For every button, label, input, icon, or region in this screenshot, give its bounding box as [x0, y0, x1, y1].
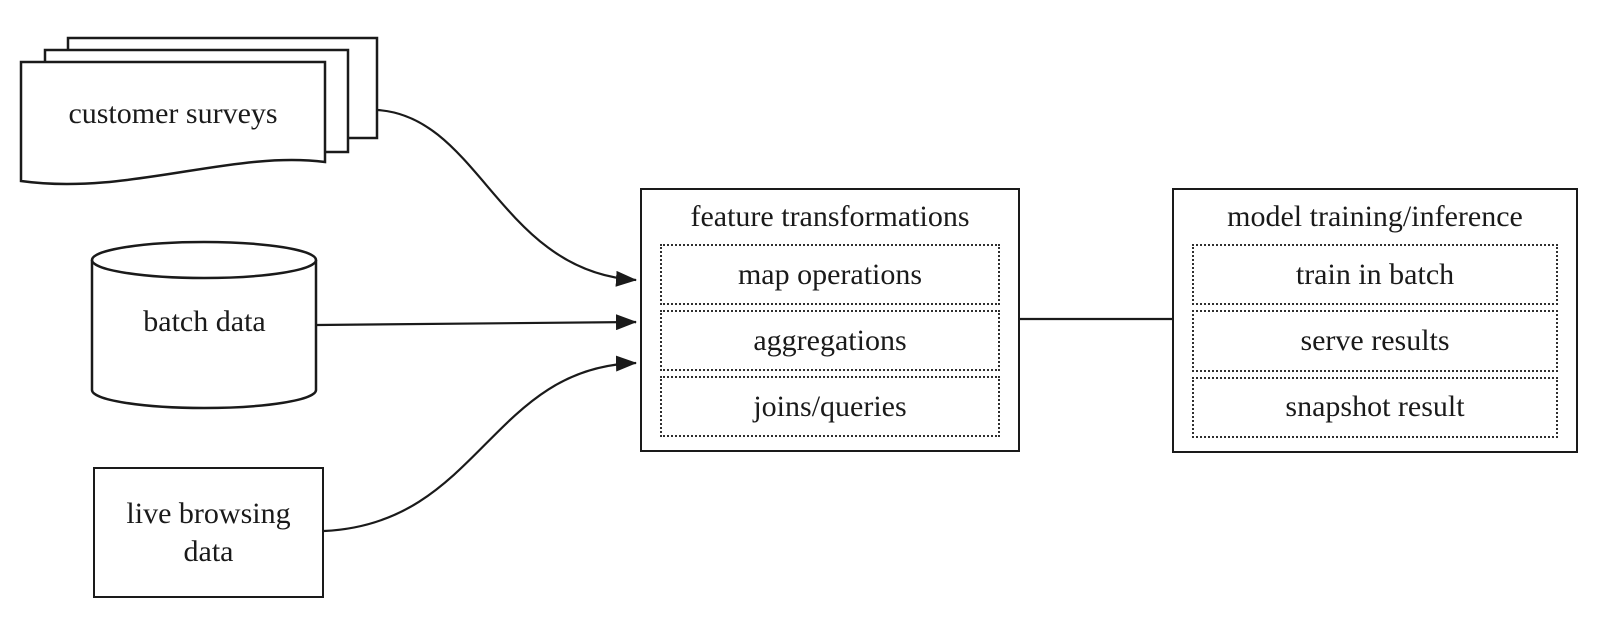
stage-model-training-inference-title: model training/inference	[1227, 200, 1523, 233]
live-browsing-data-label: live browsing data	[126, 497, 291, 568]
cylinder-top	[90, 240, 318, 280]
stage-item-joins-queries: joins/queries	[660, 376, 1000, 437]
document-stack-shape	[19, 36, 379, 186]
batch-data-label: batch data	[143, 305, 266, 338]
stage-item-serve-results: serve results	[1192, 310, 1558, 372]
cylinder-body	[90, 260, 318, 410]
stage-feature-transformations-title: feature transformations	[690, 200, 970, 233]
edge-customer-surveys-to-feature-transformations	[376, 108, 637, 287]
stage-model-training-inference: model training/inference train in batch …	[1172, 188, 1578, 453]
edge-batch-data-to-feature-transformations	[316, 314, 637, 331]
live-browsing-data-node: live browsing data	[93, 467, 324, 598]
database-cylinder-shape	[90, 240, 318, 410]
stage-item-snapshot-result: snapshot result	[1192, 376, 1558, 438]
stage-item-aggregations: aggregations	[660, 310, 1000, 371]
stage-item-map-operations: map operations	[660, 244, 1000, 305]
stage-feature-transformations-body: map operations aggregations joins/querie…	[642, 244, 1018, 450]
edge-live-browsing-data-to-feature-transformations	[323, 355, 637, 533]
stage-feature-transformations: feature transformations map operations a…	[640, 188, 1020, 452]
customer-surveys-label: customer surveys	[68, 97, 278, 130]
stage-item-train-in-batch: train in batch	[1192, 244, 1558, 306]
stage-model-training-inference-body: train in batch serve results snapshot re…	[1174, 244, 1576, 451]
document-sheet-front	[19, 60, 327, 186]
